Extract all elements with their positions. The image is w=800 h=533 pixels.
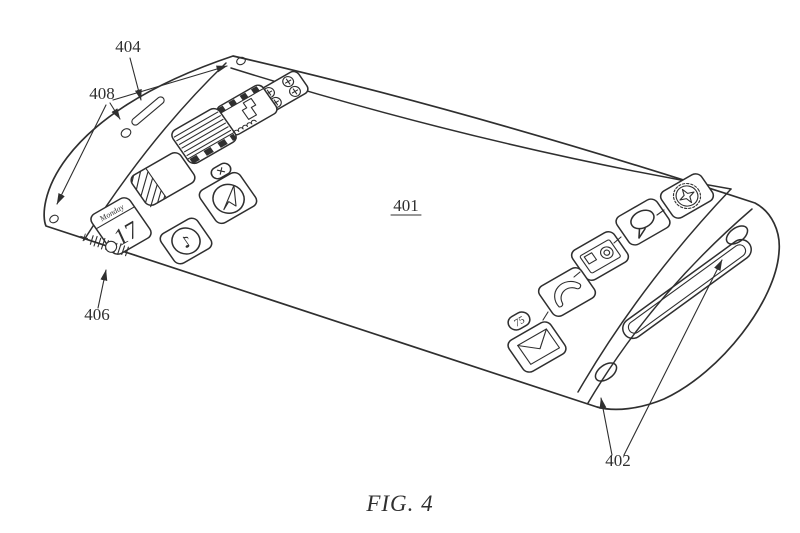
maps-icon: [198, 171, 258, 225]
sensor-opening-top: [236, 56, 246, 66]
sensor-openings: [49, 56, 246, 224]
mail-icon: [507, 321, 567, 373]
leader-402-top-button: [623, 259, 723, 456]
end-button-bottom: [594, 362, 618, 382]
end-connector-slot: [622, 238, 752, 340]
figure-caption: FIG. 4: [365, 491, 433, 516]
label-402: 402: [605, 451, 631, 470]
device-silhouette: [43, 55, 781, 411]
music-icon: ♪: [159, 217, 213, 265]
phone-icon: [537, 267, 597, 317]
leader-lines: [56, 57, 723, 456]
chat-icon: [615, 198, 671, 246]
navigation-arrow-glyph: [223, 184, 237, 211]
calendar-icon: Monday 17: [90, 197, 152, 255]
leader-404-speaker: [129, 57, 142, 101]
leader-408-bottom-sensor: [56, 104, 107, 205]
maps-pill-badge: [210, 162, 232, 180]
display-wrap-crease-right: [577, 188, 732, 393]
speaker-slot: [131, 96, 165, 126]
widget-glyph: [241, 97, 258, 120]
label-408: 408: [89, 84, 115, 103]
slider-knob: [105, 240, 118, 253]
piano-icon: [171, 107, 237, 165]
compass-star-glyph: [679, 188, 695, 204]
label-406: 406: [84, 305, 110, 324]
icon-connectors: [542, 209, 665, 321]
end-face: [594, 225, 752, 382]
label-401: 401: [393, 196, 419, 215]
device-body: [43, 55, 781, 411]
sensor-opening-middle: [120, 128, 132, 138]
end-button-top: [725, 225, 749, 245]
shelf-hatch: [131, 170, 166, 208]
handset-glyph: [554, 280, 582, 308]
clock-icon: [659, 173, 715, 219]
mail-badge: 75: [507, 311, 531, 331]
leader-402-bottom-button: [599, 397, 613, 456]
leader-408-middle-sensor: [109, 102, 121, 120]
leader-408-top-sensor: [112, 65, 228, 101]
shelf-icon: [130, 152, 196, 208]
leader-406-slider: [97, 269, 108, 309]
label-404: 404: [115, 37, 141, 56]
mail-badge-count: 75: [512, 315, 527, 329]
sensor-opening-bottom: [49, 214, 59, 224]
piano-checker-strip: [189, 133, 237, 164]
widget-bumps: [233, 119, 257, 135]
widget-checker-strip: [217, 86, 260, 114]
